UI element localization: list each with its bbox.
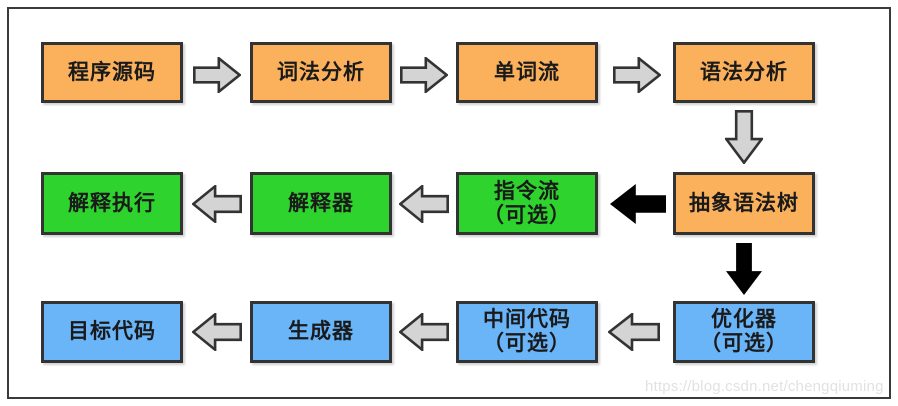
arrow-ast-to-instruction xyxy=(610,184,666,224)
node-interpreter[interactable]: 解释器 xyxy=(250,172,392,235)
node-label: 生成器 xyxy=(288,319,354,344)
node-instruction-stream[interactable]: 指令流（可选） xyxy=(456,172,598,235)
watermark-text: https://blog.csdn.net/chengqiuming xyxy=(645,378,884,395)
node-label: 指令流 xyxy=(494,178,560,203)
node-label: 解释执行 xyxy=(68,190,156,215)
node-sublabel: （可选） xyxy=(483,331,571,355)
node-label: 抽象语法树 xyxy=(689,190,799,215)
node-sublabel: （可选） xyxy=(483,202,571,227)
node-abstract-syntax-tree[interactable]: 抽象语法树 xyxy=(673,172,815,235)
node-sublabel: （可选） xyxy=(700,331,788,355)
node-generator[interactable]: 生成器 xyxy=(250,301,392,363)
node-label: 程序源码 xyxy=(68,59,156,84)
arrow-optimizer-to-intermediate xyxy=(608,313,660,351)
arrow-intermediate-to-generator xyxy=(399,313,449,351)
arrow-syntax-to-ast xyxy=(725,110,763,164)
arrow-instruction-to-interpreter xyxy=(399,185,449,223)
node-label: 优化器 xyxy=(711,307,777,332)
node-interpret-exec[interactable]: 解释执行 xyxy=(41,172,183,235)
arrow-generator-to-target xyxy=(192,313,242,351)
node-label: 中间代码 xyxy=(483,307,571,332)
arrow-lexical-to-token xyxy=(400,57,448,93)
node-lexical-analysis[interactable]: 词法分析 xyxy=(250,42,392,103)
node-label: 单词流 xyxy=(494,59,560,84)
node-source-code[interactable]: 程序源码 xyxy=(41,42,183,103)
node-intermediate-code[interactable]: 中间代码（可选） xyxy=(456,301,598,363)
node-token-stream[interactable]: 单词流 xyxy=(456,42,598,103)
node-label: 语法分析 xyxy=(700,59,788,84)
node-target-code[interactable]: 目标代码 xyxy=(41,301,183,363)
arrow-ast-to-optimizer xyxy=(726,243,762,295)
node-label: 目标代码 xyxy=(68,319,156,344)
node-label: 词法分析 xyxy=(277,59,365,84)
arrow-token-to-syntax xyxy=(613,57,661,93)
arrow-interpreter-to-exec xyxy=(192,185,242,223)
node-syntax-analysis[interactable]: 语法分析 xyxy=(673,42,815,103)
node-optimizer[interactable]: 优化器（可选） xyxy=(673,301,815,363)
arrow-source-to-lexical xyxy=(193,57,241,93)
node-label: 解释器 xyxy=(288,190,354,215)
